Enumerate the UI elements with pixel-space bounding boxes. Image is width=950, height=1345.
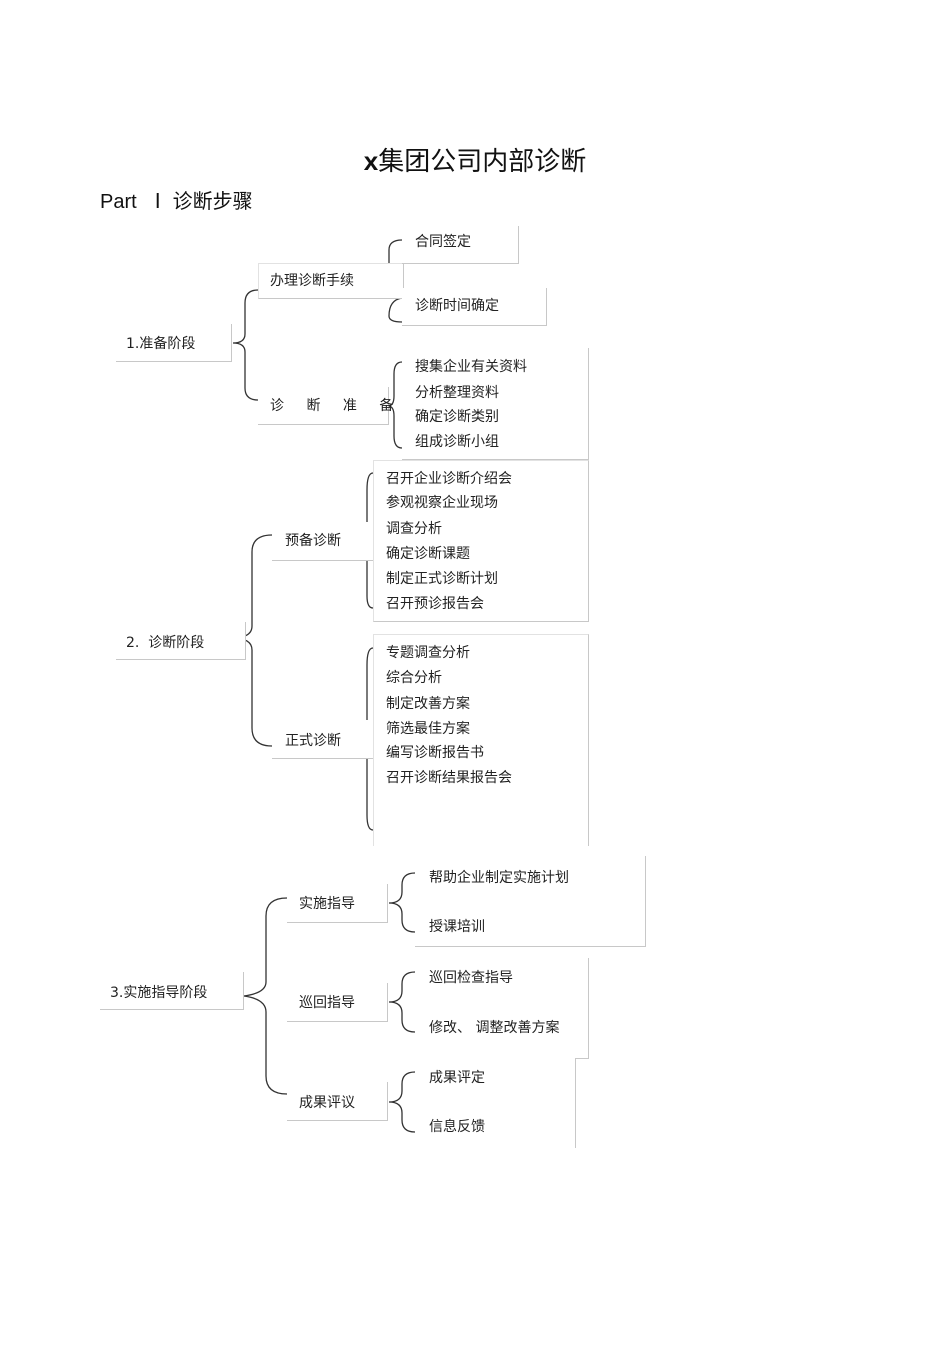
- stage1-group2-items-box: [402, 348, 589, 460]
- stage2-group1-box: [272, 522, 374, 561]
- stage3-group2-item1: 巡回检查指导: [429, 970, 513, 986]
- stage1-group1-item2: 诊断时间确定: [415, 298, 499, 314]
- section-part: Part: [100, 191, 137, 213]
- stage2-group2-item4: 筛选最佳方案: [386, 721, 470, 737]
- stage-1-box: [116, 324, 232, 362]
- brace-stage1-group1: [388, 239, 403, 264]
- stage2-group1-item1: 召开企业诊断介绍会: [386, 471, 512, 487]
- stage2-group1-item4: 确定诊断课题: [386, 546, 470, 562]
- stage1-group2-box: [258, 387, 389, 425]
- stage3-group1-item2: 授课培训: [429, 919, 485, 935]
- stage-3-label: 3.实施指导阶段: [110, 985, 208, 1001]
- stage2-group1-label: 预备诊断: [285, 533, 341, 549]
- stage2-group2-item5: 编写诊断报告书: [386, 745, 484, 761]
- stage3-group1-item1: 帮助企业制定实施计划: [429, 870, 569, 886]
- brace-stage-1: [232, 289, 259, 401]
- page-title: x集团公司内部诊断: [0, 143, 950, 180]
- stage2-group2-label: 正式诊断: [285, 733, 341, 749]
- brace-stage3-group1: [388, 872, 416, 933]
- brace-stage-3: [243, 897, 288, 1095]
- stage3-group3-item1: 成果评定: [429, 1070, 485, 1086]
- stage2-group2-item6: 召开诊断结果报告会: [386, 770, 512, 786]
- brace-stage3-group2: [388, 971, 416, 1033]
- stage2-group2-box: [272, 720, 374, 759]
- stage2-group2-item1: 专题调查分析: [386, 645, 470, 661]
- stage2-group1-item5: 制定正式诊断计划: [386, 571, 498, 587]
- stage1-group2-item1: 搜集企业有关资料: [415, 359, 527, 375]
- stage2-group2-item3: 制定改善方案: [386, 696, 470, 712]
- stage1-group1-item1: 合同签定: [415, 234, 471, 250]
- stage3-group2-item2: 修改、 调整改善方案: [429, 1020, 560, 1036]
- stage3-group3-label: 成果评议: [299, 1095, 355, 1111]
- stage-2-label: 2. 诊断阶段: [126, 635, 205, 651]
- stage3-group1-items-box: [415, 856, 646, 947]
- stage2-group1-item2: 参观视察企业现场: [386, 495, 498, 511]
- stage1-group2-item3: 确定诊断类别: [415, 409, 499, 425]
- stage1-group1-item1-box: [402, 226, 519, 264]
- stage2-group1-item6: 召开预诊报告会: [386, 596, 484, 612]
- stage2-group1-items-box: [373, 460, 589, 622]
- stage3-group2-label: 巡回指导: [299, 995, 355, 1011]
- stage3-group2-box: [287, 983, 388, 1022]
- stage2-group2-items-box: [373, 634, 589, 846]
- stage-3-box: [100, 972, 244, 1010]
- stage3-group3-item2: 信息反馈: [429, 1119, 485, 1135]
- stage1-group2-label: 诊 断 准 备: [270, 398, 403, 414]
- stage3-group3-items-box: [415, 1058, 576, 1148]
- stage1-group2-item2: 分析整理资料: [415, 385, 499, 401]
- stage-1-label: 1.准备阶段: [126, 336, 196, 352]
- stage-2-box: [116, 622, 246, 660]
- stage3-group1-label: 实施指导: [299, 896, 355, 912]
- title-text: 集团公司内部诊断: [378, 147, 587, 177]
- section-title: 诊断步骤: [172, 189, 253, 213]
- stage3-group1-box: [287, 884, 388, 923]
- stage1-group2-item4: 组成诊断小组: [415, 434, 499, 450]
- section-numeral: Ⅰ: [154, 189, 161, 213]
- stage2-group1-item3: 调查分析: [386, 521, 442, 537]
- section-heading: Part Ⅰ 诊断步骤: [100, 186, 253, 217]
- stage1-group1-box: [258, 263, 404, 299]
- stage3-group3-box: [287, 1082, 388, 1121]
- stage2-group2-item2: 综合分析: [386, 670, 442, 686]
- stage1-group1-label: 办理诊断手续: [270, 273, 354, 289]
- title-prefix: x: [363, 146, 379, 176]
- brace-stage3-group3: [388, 1071, 416, 1133]
- stage1-group1-item2-box: [402, 288, 547, 326]
